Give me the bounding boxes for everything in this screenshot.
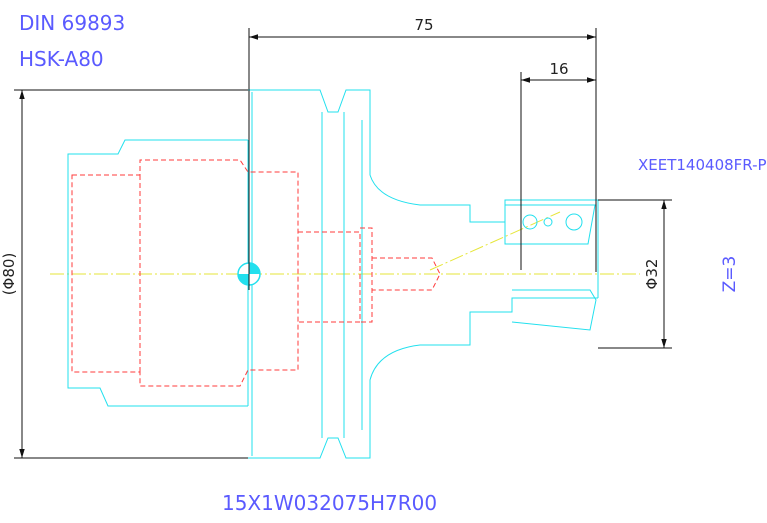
interface-label: HSK-A80	[19, 47, 104, 71]
dimension-cutter-diameter: Φ32	[598, 199, 672, 349]
teeth-count-label: Z=3	[720, 256, 740, 293]
hsk-shank-outline	[67, 139, 249, 407]
cutter-diameter-value: Φ32	[643, 259, 661, 290]
dimension-flange-diameter: (Φ80)	[0, 89, 248, 459]
part-number-label: 15X1W032075H7R00	[222, 491, 437, 515]
insert-outline	[504, 204, 596, 245]
overall-length-value: 75	[414, 16, 433, 34]
internal-bore-hidden-lines	[71, 159, 441, 387]
insert-code-label: XEET140408FR-P	[638, 156, 767, 174]
dimension-cutter-length: 16	[520, 60, 596, 270]
flange-diameter-value: (Φ80)	[0, 253, 18, 296]
dimension-overall-length: 75	[248, 16, 597, 290]
cutting-angle-line	[429, 211, 561, 271]
standard-label: DIN 69893	[19, 11, 125, 35]
cutter-length-value: 16	[549, 60, 568, 78]
